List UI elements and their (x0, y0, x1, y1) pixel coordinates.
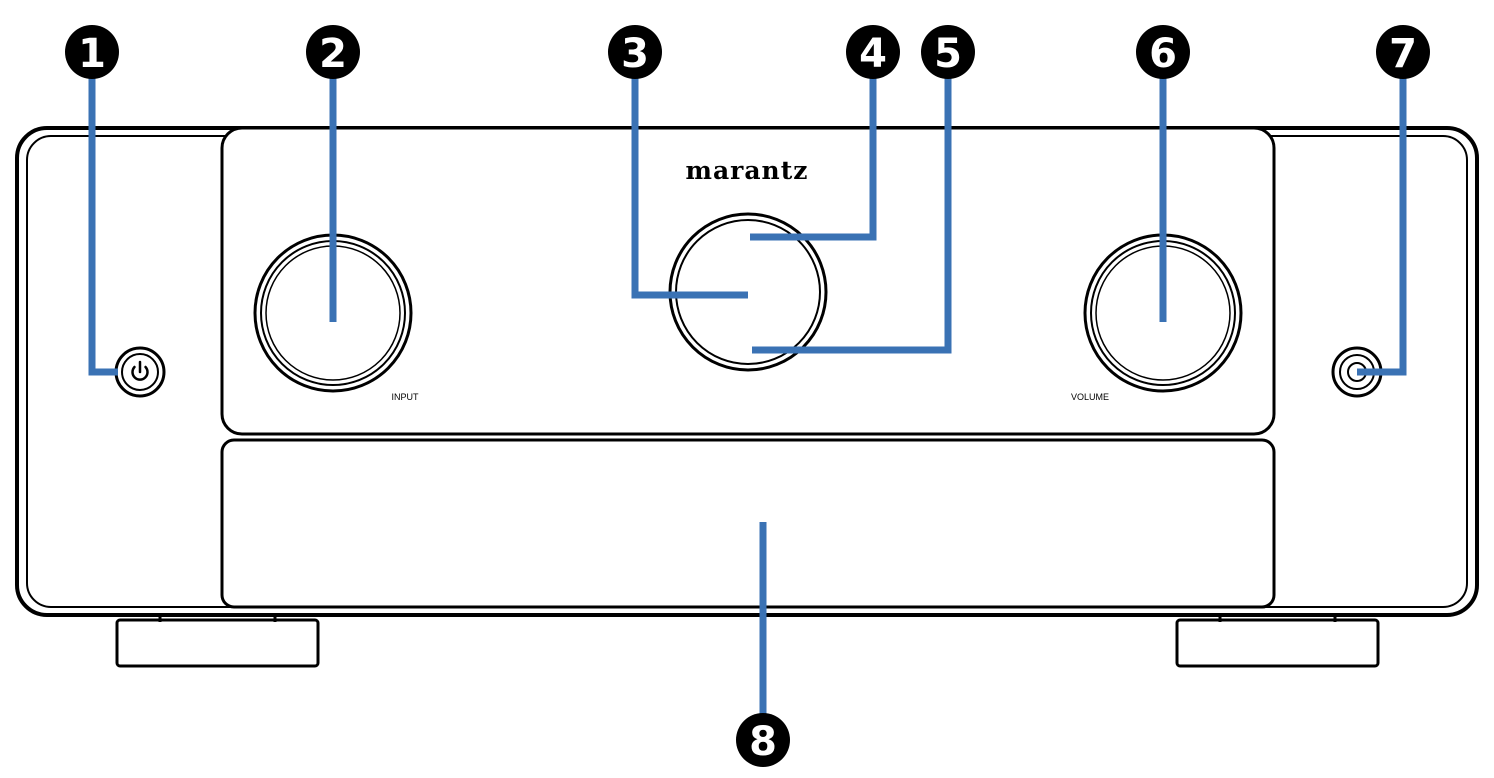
leader-line-1 (88, 72, 118, 376)
callout-1: 1 (65, 25, 119, 79)
left-foot (115, 612, 320, 668)
leader-line-5 (752, 72, 952, 354)
callout-7: 7 (1376, 25, 1430, 79)
callout-6: 6 (1136, 25, 1190, 79)
callout-number-1: 1 (78, 31, 106, 77)
callout-number-7: 7 (1389, 31, 1417, 77)
brand-logo: marantz (686, 156, 809, 185)
callout-2: 2 (306, 25, 360, 79)
callout-3: 3 (608, 25, 662, 79)
leader-line-4 (750, 72, 877, 241)
input-label: INPUT (392, 392, 420, 402)
leader-line-3 (631, 72, 748, 299)
lower-door (220, 438, 1276, 609)
callout-4: 4 (846, 25, 900, 79)
power-icon (131, 360, 149, 381)
callout-number-8: 8 (749, 719, 777, 765)
callout-number-6: 6 (1149, 31, 1177, 77)
callout-number-2: 2 (319, 31, 347, 77)
callout-5: 5 (921, 25, 975, 79)
callout-number-5: 5 (934, 31, 962, 77)
callout-8: 8 (736, 713, 790, 767)
leader-lines (88, 72, 1407, 715)
power-button[interactable] (114, 346, 166, 398)
right-foot (1175, 612, 1380, 668)
callout-number-4: 4 (859, 31, 887, 77)
leader-line-7 (1357, 72, 1407, 376)
volume-label: VOLUME (1071, 392, 1109, 402)
callout-number-3: 3 (621, 31, 649, 77)
